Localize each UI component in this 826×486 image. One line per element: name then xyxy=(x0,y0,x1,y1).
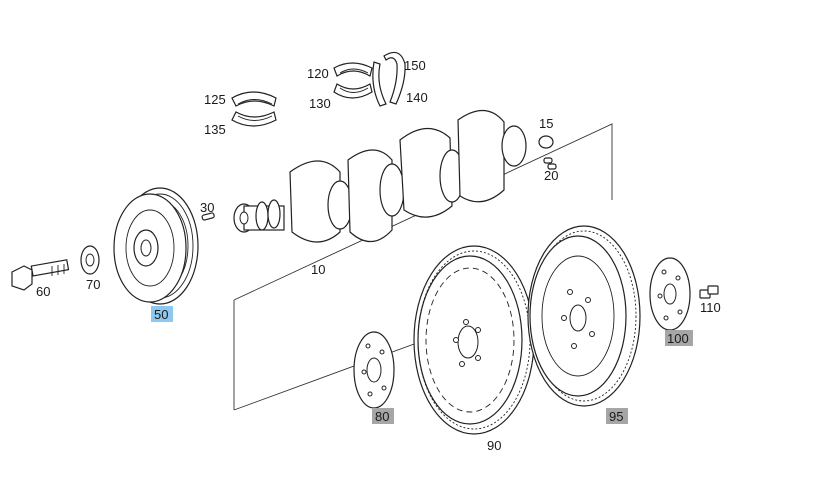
woodruff-key[interactable] xyxy=(538,135,554,149)
pressure-plate-100[interactable] xyxy=(649,257,691,331)
dowel-pins[interactable] xyxy=(543,157,557,170)
part-label-10[interactable]: 10 xyxy=(311,262,325,277)
part-label-20[interactable]: 20 xyxy=(544,168,558,183)
adapter-plate-80[interactable] xyxy=(353,331,395,409)
part-label-120[interactable]: 120 xyxy=(307,66,329,81)
part-label-95[interactable]: 95 xyxy=(609,409,623,424)
part-label-140[interactable]: 140 xyxy=(406,90,428,105)
part-label-150[interactable]: 150 xyxy=(404,58,426,73)
bearing-shells-125-135[interactable] xyxy=(231,91,277,127)
flywheel-bolt-110[interactable] xyxy=(699,285,719,299)
vibration-damper-pulley[interactable] xyxy=(113,187,199,305)
bearing-shells-120-130[interactable] xyxy=(333,62,373,99)
part-label-100[interactable]: 100 xyxy=(667,331,689,346)
part-label-15[interactable]: 15 xyxy=(539,116,553,131)
part-label-110[interactable]: 110 xyxy=(700,300,721,315)
label-100-highlight xyxy=(665,330,693,346)
flywheel-95[interactable] xyxy=(527,225,641,407)
label-80-highlight xyxy=(372,408,394,424)
part-label-135[interactable]: 135 xyxy=(204,122,226,137)
part-label-50[interactable]: 50 xyxy=(154,307,168,322)
pin-30[interactable] xyxy=(201,212,215,221)
flexplate-90[interactable] xyxy=(413,245,535,435)
label-95-highlight xyxy=(606,408,628,424)
part-label-90[interactable]: 90 xyxy=(487,438,501,453)
label-50-highlight xyxy=(151,306,173,322)
part-label-80[interactable]: 80 xyxy=(375,409,389,424)
crankshaft[interactable] xyxy=(233,109,527,243)
assembly-frame xyxy=(233,123,613,411)
part-label-70[interactable]: 70 xyxy=(86,277,100,292)
part-label-125[interactable]: 125 xyxy=(204,92,226,107)
part-label-60[interactable]: 60 xyxy=(36,284,50,299)
part-label-30[interactable]: 30 xyxy=(200,200,214,215)
washer-70[interactable] xyxy=(80,245,100,275)
central-bolt[interactable] xyxy=(11,259,70,291)
part-label-130[interactable]: 130 xyxy=(309,96,331,111)
thrust-washer-140-150[interactable] xyxy=(372,51,406,107)
